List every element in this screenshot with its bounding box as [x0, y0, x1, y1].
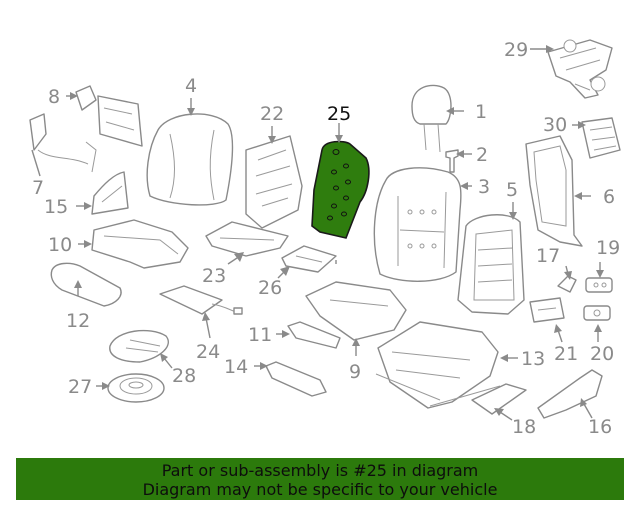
callout-20: 20 — [590, 343, 614, 365]
part-9-seat-pan — [305, 281, 407, 341]
banner-line-1: Part or sub-assembly is #25 in diagram — [161, 461, 479, 480]
callout-18: 18 — [512, 416, 536, 438]
callout-25: 25 — [327, 103, 351, 125]
callout-7: 7 — [32, 177, 44, 199]
part-22-backrest-panel — [245, 135, 303, 229]
callout-24: 24 — [196, 341, 220, 363]
callout-4: 4 — [185, 75, 197, 97]
part-27-speaker — [107, 373, 165, 403]
callout-26: 26 — [258, 277, 282, 299]
part-5-backrest-frame — [457, 214, 525, 315]
banner-line-2: Diagram may not be specific to your vehi… — [142, 480, 498, 499]
part-17-knob — [557, 275, 577, 293]
callout-23: 23 — [202, 265, 226, 287]
callout-9: 9 — [349, 361, 361, 383]
part-15-side-trim — [91, 171, 129, 215]
callout-leaders — [31, 45, 604, 421]
side-bracket-panel — [97, 95, 143, 147]
part-24-heater-mat — [159, 285, 243, 315]
info-banner: Part or sub-assembly is #25 in diagram D… — [16, 458, 624, 500]
callout-14: 14 — [224, 356, 248, 378]
part-26-pad — [281, 245, 337, 273]
callout-21: 21 — [554, 343, 578, 365]
part-6-rear-panel — [525, 135, 583, 247]
callout-6: 6 — [603, 186, 615, 208]
part-8-bracket — [75, 85, 97, 111]
callout-12: 12 — [66, 310, 90, 332]
callout-17: 17 — [536, 245, 560, 267]
part-16-outer-trim — [537, 369, 603, 419]
part-10-seat-cushion — [91, 219, 189, 269]
callout-27: 27 — [68, 376, 92, 398]
callout-13: 13 — [521, 348, 545, 370]
part-7-cable — [29, 113, 97, 173]
part-12-cushion-block — [50, 262, 122, 307]
part-3-backrest-cover — [373, 167, 462, 282]
callout-2: 2 — [476, 144, 488, 166]
part-1-headrest — [411, 84, 452, 153]
callout-16: 16 — [588, 416, 612, 438]
callout-3: 3 — [478, 176, 490, 198]
callout-10: 10 — [48, 234, 72, 256]
part-30-control-module — [581, 117, 621, 159]
callout-labels: 29 30 1 2 3 6 5 4 8 22 25 7 15 10 23 26 … — [32, 39, 620, 438]
part-19-switch — [585, 277, 613, 293]
part-21-switch-panel — [529, 297, 565, 323]
part-14-rail-cover — [265, 361, 327, 397]
part-13-seat-track — [375, 321, 501, 409]
part-29-adjuster-mechanism — [547, 39, 613, 99]
callout-8: 8 — [48, 86, 60, 108]
part-4-backrest-pad — [146, 113, 234, 206]
part-11-side-block — [287, 321, 341, 349]
callout-19: 19 — [596, 237, 620, 259]
callout-28: 28 — [172, 365, 196, 387]
callout-11: 11 — [248, 324, 272, 346]
part-25-highlighted — [311, 140, 370, 239]
callout-15: 15 — [44, 196, 68, 218]
part-23-cushion-panel — [205, 221, 289, 257]
part-20-switch — [583, 305, 611, 321]
callout-5: 5 — [506, 179, 518, 201]
callout-1: 1 — [475, 101, 487, 123]
part-28-cover — [109, 329, 169, 363]
callout-22: 22 — [260, 103, 284, 125]
part-2-headrest-guide — [445, 149, 459, 173]
callout-29: 29 — [504, 39, 528, 61]
part-18-rail-trim — [471, 383, 527, 415]
callout-30: 30 — [543, 114, 567, 136]
seat-parts-diagram: 29 30 1 2 3 6 5 4 8 22 25 7 15 10 23 26 … — [29, 39, 621, 438]
